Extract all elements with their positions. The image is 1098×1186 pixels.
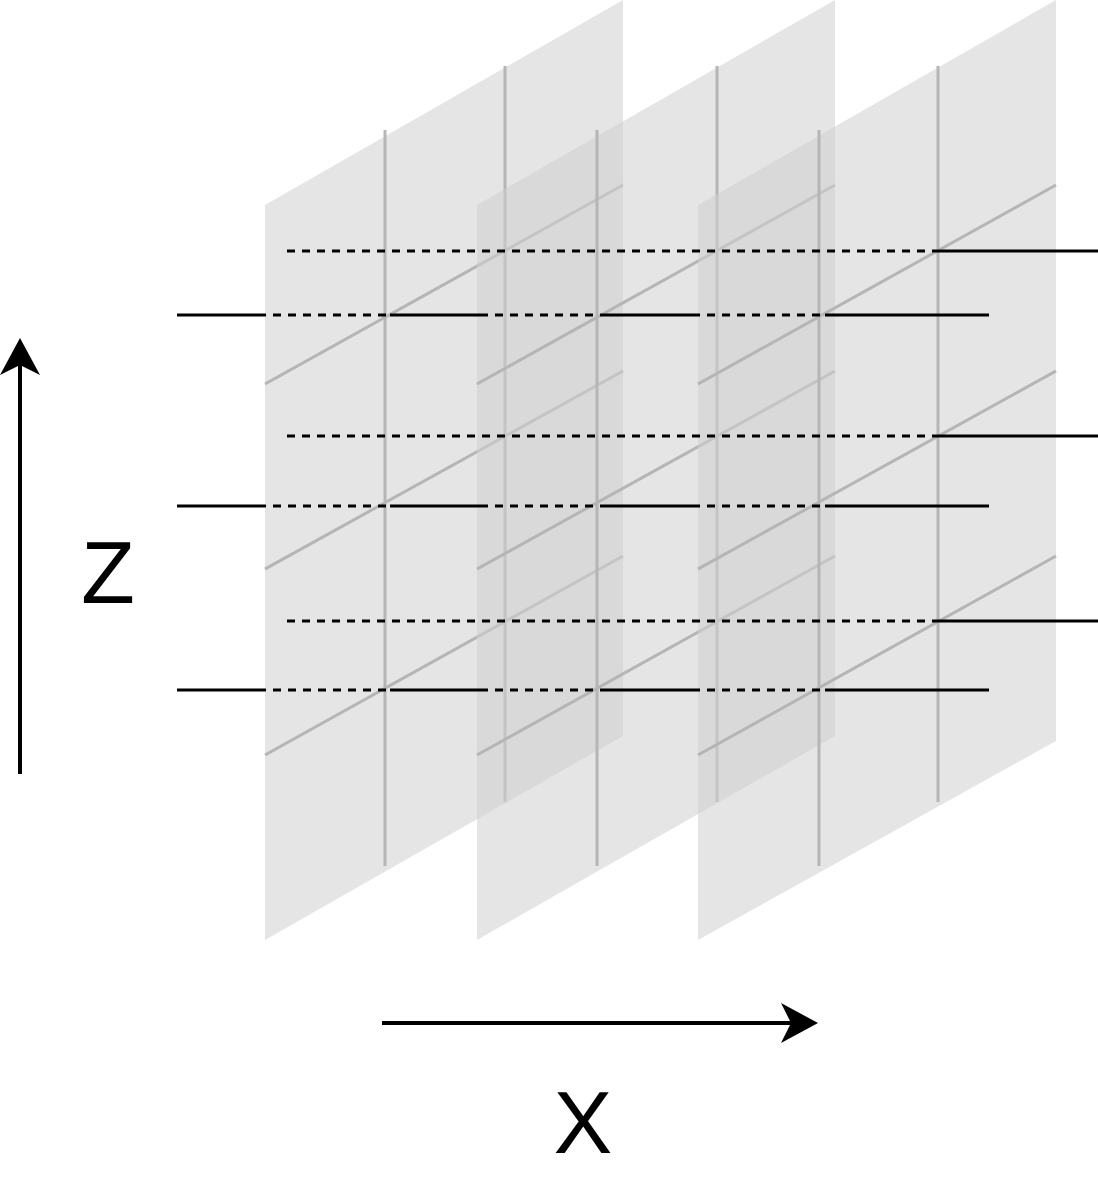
back-lines [287,249,1098,623]
x-axis-arrow [382,1003,818,1043]
x-axis-label: X [554,1073,613,1172]
front-lines [177,313,989,692]
z-axis-label: Z [81,523,135,622]
z-arrowhead-icon [0,338,40,375]
x-arrowhead-icon [781,1003,818,1043]
plane-3 [697,0,1057,940]
z-axis-arrow [0,338,40,774]
